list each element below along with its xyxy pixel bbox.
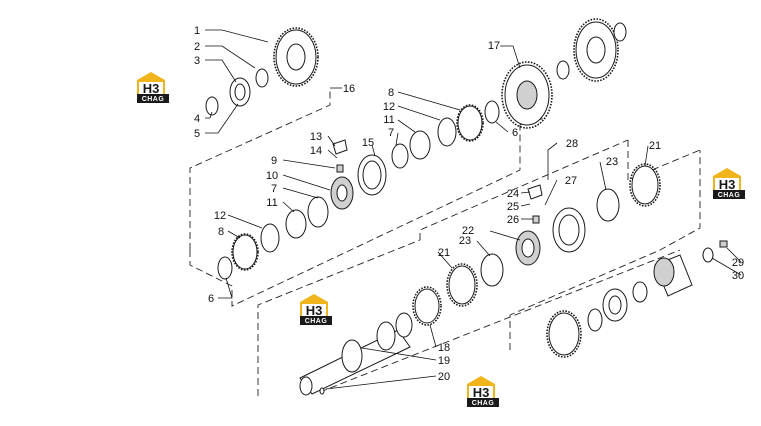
- callout-6-upper: 6: [512, 127, 518, 139]
- ring-7-lower: [285, 209, 307, 239]
- gear-top-right: [573, 18, 619, 82]
- ring-bottom-right-a: [587, 308, 603, 332]
- callout-12-upper: 12: [383, 101, 395, 113]
- gear-21-upper: [629, 163, 661, 207]
- gear-bottom-right: [546, 310, 582, 358]
- watermark-main-text: H3: [473, 385, 490, 400]
- callout-20: 20: [438, 371, 450, 383]
- callout-6-lower: 6: [208, 293, 214, 305]
- hub-22: [515, 230, 541, 266]
- synchro-ring-8-upper: [456, 104, 484, 142]
- watermark-logo-bottom: H3 CHAG: [467, 376, 499, 407]
- mainshaft-19: [299, 312, 413, 396]
- callout-16: 16: [343, 83, 355, 95]
- hub-10: [330, 176, 354, 210]
- callout-13: 13: [310, 131, 322, 143]
- ring-mid-top: [556, 60, 570, 80]
- ring-12-lower: [260, 223, 280, 253]
- shaft-guide-line: [319, 249, 681, 393]
- bolt-29: [719, 240, 728, 248]
- callout-22: 22: [462, 225, 474, 237]
- assembly-group-28-outline: [257, 139, 701, 396]
- callout-28: 28: [566, 138, 578, 150]
- watermark-badge-text: CHAG: [305, 318, 328, 325]
- callout-23-upper: 23: [606, 156, 618, 168]
- callout-9: 9: [271, 155, 277, 167]
- watermark-logo-right: H3 CHAG: [713, 168, 745, 199]
- callout-7-lower: 7: [271, 183, 277, 195]
- callout-8-upper: 8: [388, 87, 394, 99]
- watermark-main-text: H3: [306, 303, 323, 318]
- watermark-badge-text: CHAG: [718, 192, 741, 199]
- bearing-3: [229, 77, 251, 107]
- callout-10: 10: [266, 170, 278, 182]
- ring-11-upper: [409, 130, 431, 160]
- washer-6-lower: [217, 256, 233, 280]
- bearing-bottom-right: [602, 288, 628, 322]
- callout-1: 1: [194, 25, 200, 37]
- watermark-badge-text: CHAG: [472, 400, 495, 407]
- ring-top-right: [613, 22, 627, 42]
- sleeve-15: [357, 154, 387, 196]
- washer-30: [702, 247, 714, 263]
- watermark-badge-text: CHAG: [142, 96, 165, 103]
- callout-21-upper: 21: [649, 140, 661, 152]
- ring-bottom-right-b: [632, 281, 648, 303]
- callout-8-lower: 8: [218, 226, 224, 238]
- gear-18: [412, 286, 442, 326]
- callout-18: 18: [438, 342, 450, 354]
- pin-26: [532, 215, 540, 224]
- ring-2: [255, 68, 269, 88]
- gear-21-lower: [446, 263, 478, 307]
- callout-2: 2: [194, 41, 200, 53]
- leader-lines: [205, 29, 742, 390]
- callout-3: 3: [194, 55, 200, 67]
- callout-5: 5: [194, 128, 200, 140]
- ring-7-upper: [391, 143, 409, 169]
- callout-15: 15: [362, 137, 374, 149]
- ring-11-lower: [307, 196, 329, 228]
- watermark-main-text: H3: [719, 177, 736, 192]
- callout-26: 26: [507, 214, 519, 226]
- callout-17: 17: [488, 40, 500, 52]
- callout-25: 25: [507, 201, 519, 213]
- snap-ring-4: [205, 96, 219, 116]
- ring-12-upper: [437, 117, 457, 147]
- sleeve-27: [552, 207, 586, 253]
- gear-17: [501, 61, 553, 129]
- synchro-ring-8-lower: [231, 233, 259, 271]
- callout-11-upper: 11: [383, 114, 394, 126]
- callout-11-lower: 11: [266, 197, 277, 209]
- callout-30: 30: [732, 270, 744, 282]
- assembly-group-16-outline: [189, 88, 546, 307]
- watermark-logo-left: H3 CHAG: [137, 72, 169, 103]
- callout-27: 27: [565, 175, 577, 187]
- washer-6-upper: [484, 100, 500, 124]
- ring-23-upper: [596, 188, 620, 222]
- gear-1: [273, 27, 319, 87]
- callout-7-upper: 7: [388, 127, 394, 139]
- callout-21-lower: 21: [438, 247, 450, 259]
- key-24: [527, 184, 543, 200]
- callout-12-lower: 12: [214, 210, 226, 222]
- flange-yoke: [653, 254, 693, 297]
- callout-29: 29: [732, 257, 744, 269]
- callout-19: 19: [438, 355, 450, 367]
- callout-labels: 1 2 3 4 5 16 17 8 12 11 7 6 13 14 15 9 1…: [194, 25, 744, 383]
- callout-14: 14: [310, 145, 322, 157]
- callout-23-lower: 23: [459, 235, 471, 247]
- callout-24: 24: [507, 188, 519, 200]
- pin-20: [319, 387, 325, 395]
- watermark-logo-middle: H3 CHAG: [300, 294, 332, 325]
- key-13: [332, 139, 348, 155]
- ring-23-lower: [480, 253, 504, 287]
- pin-9: [336, 164, 344, 173]
- callout-4: 4: [194, 113, 200, 125]
- watermark-main-text: H3: [143, 81, 160, 96]
